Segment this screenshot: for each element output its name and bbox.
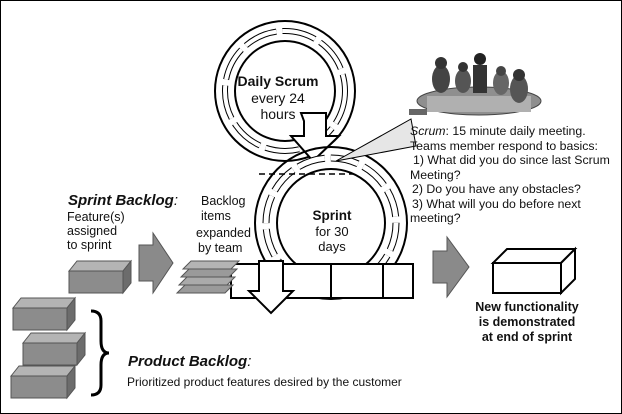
sprint-line: for 30 <box>315 224 349 239</box>
scrum-note-callout <box>335 118 417 162</box>
sprint-backlog-title: Sprint Backlog: <box>68 192 179 209</box>
scrum-note-line: 2) Do you have any obstacles? <box>412 182 581 196</box>
scrum-note-line: Meeting? <box>410 168 461 182</box>
daily-scrum-title: Daily Scrum <box>237 73 319 89</box>
arrow-to-new-functionality <box>432 235 470 299</box>
expanded-backlog-items <box>175 260 241 294</box>
backlog-items-label-line: Backlog <box>201 194 246 208</box>
new-functionality-line: New functionality <box>475 300 579 314</box>
new-functionality-line: is demonstrated <box>478 315 576 329</box>
scrum-note-line: meeting? <box>410 211 461 225</box>
backlog-items-label-line: items <box>201 209 231 223</box>
new-functionality-line: at end of sprint <box>481 330 573 344</box>
product-backlog-boxes <box>9 296 87 400</box>
product-backlog-title: Product Backlog: <box>128 353 252 370</box>
backlog-items-label-line: expanded <box>196 226 251 240</box>
sprint-backlog-boxes <box>67 259 133 295</box>
new-functionality-box <box>490 246 578 296</box>
product-backlog-bracket <box>90 309 110 397</box>
scrum-note-first-line: Scrum: 15 minute daily meeting. <box>410 124 586 138</box>
scrum-note-line: 1) What did you do since last Scrum <box>413 153 610 167</box>
daily-scrum-line: every 24 <box>251 90 305 106</box>
team-meeting-illustration <box>409 53 542 116</box>
sprint-backlog-desc-line: assigned <box>67 224 118 238</box>
backlog-items-label-line: by team <box>198 241 243 255</box>
arrow-to-backlog-items <box>138 231 174 295</box>
sprint-backlog-desc-line: Feature(s) <box>67 210 125 224</box>
product-backlog-desc: Prioritized product features desired by … <box>127 375 402 389</box>
daily-scrum-line: hours <box>260 106 296 122</box>
scrum-note-line: Teams member respond to basics: <box>410 139 598 153</box>
sprint-backlog-desc-line: to sprint <box>67 238 112 252</box>
sprint-title: Sprint <box>312 208 352 223</box>
daily-scrum-cycle-ring <box>214 20 356 162</box>
sprint-line: days <box>318 239 346 254</box>
sprint-inner-arrow <box>246 260 296 315</box>
scrum-note-line: 3) What will you do before next <box>412 197 581 211</box>
